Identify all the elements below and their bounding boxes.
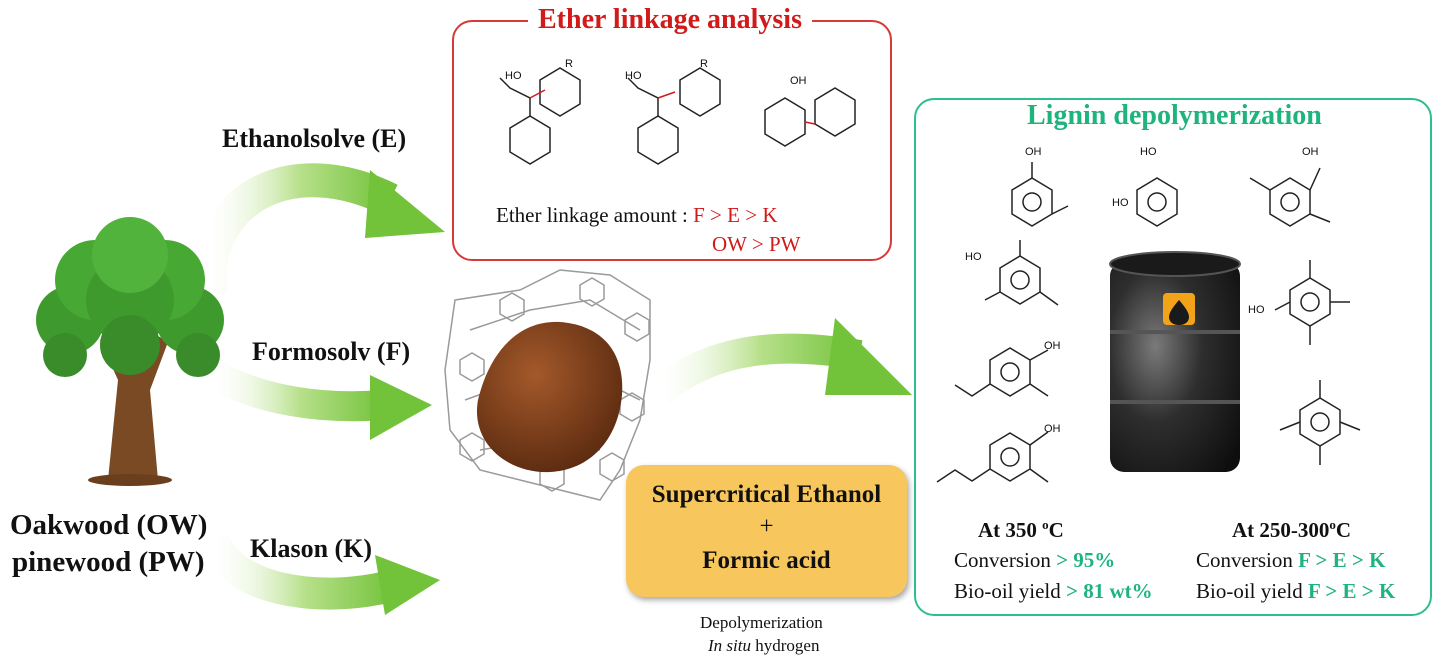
lignin-box-title: Lignin depolymerization — [1017, 100, 1332, 132]
right-yield-value: F > E > K — [1308, 579, 1396, 603]
ho-label-2: HO — [625, 70, 642, 82]
left-yield-value: > 81 wt% — [1066, 579, 1153, 603]
monomer-structures — [936, 162, 1361, 483]
process-box: Supercritical Ethanol + Formic acid — [626, 465, 907, 597]
left-yield: Bio-oil yield > 81 wt% — [954, 579, 1153, 604]
r-label-1: R — [565, 58, 573, 70]
ho-label-m7: HO — [1248, 304, 1265, 316]
ho-label-m2: HO — [1140, 146, 1157, 158]
ho-label-m4: HO — [965, 251, 982, 263]
in-situ-text: In situ — [708, 636, 751, 655]
oil-barrel-icon — [1109, 251, 1241, 472]
right-yield-label: Bio-oil yield — [1196, 579, 1308, 603]
oh-label-m3: OH — [1302, 146, 1319, 158]
ether-order-1: F > E > K — [693, 203, 778, 227]
route-klason: Klason (K) — [250, 534, 373, 563]
right-temp-suffix: C — [1335, 518, 1352, 542]
ether-structures — [499, 67, 856, 165]
right-conv-label: Conversion — [1196, 548, 1299, 572]
process-line-2: Formic acid — [702, 547, 831, 574]
left-conversion: Conversion > 95% — [954, 548, 1115, 573]
left-temperature: At 350 oC — [978, 517, 1064, 543]
r-label-2: R — [700, 58, 708, 70]
right-temperature: At 250-300oC — [1232, 517, 1351, 543]
lignin-depolymerization-box — [914, 98, 1432, 616]
route-ethanolsolve: Ethanolsolve (E) — [222, 124, 407, 153]
process-note-2: In situ hydrogen — [708, 636, 819, 656]
left-temp-sup: o — [1042, 517, 1049, 532]
oh-label-m6: OH — [1044, 423, 1061, 435]
ho-label-m2b: HO — [1112, 197, 1129, 209]
left-yield-label: Bio-oil yield — [954, 579, 1066, 603]
process-plus: + — [759, 513, 774, 540]
wood-label-1: Oakwood (OW) — [10, 509, 208, 541]
arrow-to-ethanolsolve — [192, 163, 445, 297]
left-conv-value: > 95% — [1056, 548, 1116, 572]
wood-label-2: pinewood (PW) — [12, 546, 205, 578]
right-yield: Bio-oil yield F > E > K — [1196, 579, 1395, 604]
right-conversion: Conversion F > E > K — [1196, 548, 1385, 573]
ho-label-1: HO — [505, 70, 522, 82]
left-temp-prefix: At 350 — [978, 518, 1043, 542]
ether-amount-line: Ether linkage amount : F > E > K — [496, 203, 777, 228]
left-temp-suffix: C — [1048, 518, 1064, 542]
right-conv-value: F > E > K — [1298, 548, 1386, 572]
oh-label-m1: OH — [1025, 146, 1042, 158]
ether-order-2: OW > PW — [712, 232, 801, 256]
arrow-to-lignin-box — [650, 318, 912, 404]
ether-box-title: Ether linkage analysis — [528, 4, 812, 36]
right-temp-sup: o — [1329, 517, 1336, 532]
hydrogen-text: hydrogen — [750, 636, 820, 655]
process-note-1: Depolymerization — [700, 613, 823, 632]
right-temp-prefix: At 250-300 — [1232, 518, 1330, 542]
oh-label-3: OH — [790, 75, 807, 87]
lignin-powder-icon — [476, 321, 623, 473]
ether-amount-label: Ether linkage amount : — [496, 203, 688, 227]
oh-label-m5: OH — [1044, 340, 1061, 352]
tree-icon — [36, 217, 224, 486]
process-line-1: Supercritical Ethanol — [651, 481, 882, 508]
route-formosolv: Formosolv (F) — [252, 337, 411, 366]
arrow-to-klason — [198, 533, 440, 615]
arrow-to-formosolv — [207, 361, 432, 440]
left-conv-label: Conversion — [954, 548, 1057, 572]
